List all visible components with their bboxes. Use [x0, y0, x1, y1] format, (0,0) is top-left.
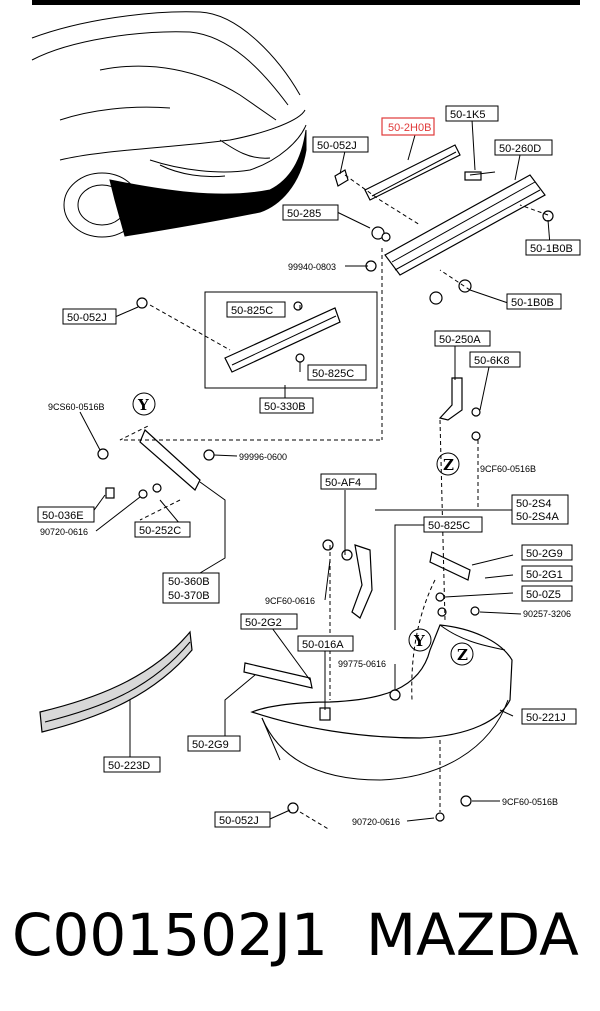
label-50-2G9-2: 50-2G9: [187, 735, 241, 752]
side-support: [438, 377, 481, 441]
part-90720-0616: 90720-0616: [40, 527, 88, 537]
label-50-AF4: 50-AF4: [320, 473, 377, 490]
top-border-bar: [32, 0, 580, 5]
svg-text:Y: Y: [413, 632, 425, 650]
bumper-reinforcement: [334, 144, 554, 305]
label-50-1B0B: 50-1B0B: [525, 239, 581, 256]
svg-text:50-1B0B: 50-1B0B: [530, 243, 573, 255]
svg-text:50-2G9: 50-2G9: [526, 548, 563, 560]
catalog-code: C001502J1: [12, 901, 328, 969]
exploded-parts-diagram: 50-2H0B 50-1K5 50-052J 50-260D 50-285 50…: [31, 11, 581, 831]
label-50-260D: 50-260D: [494, 139, 553, 156]
svg-text:50-6K8: 50-6K8: [474, 355, 509, 367]
label-50-2G2: 50-2G2: [240, 613, 298, 630]
callout-y-lower: Y: [408, 628, 432, 652]
label-50-016A: 50-016A: [297, 635, 354, 652]
svg-text:Z: Z: [457, 646, 468, 664]
label-50-2G1: 50-2G1: [521, 565, 573, 582]
label-50-6K8: 50-6K8: [469, 351, 521, 368]
svg-text:50-052J: 50-052J: [67, 312, 107, 324]
label-50-052J-3: 50-052J: [214, 811, 271, 828]
car-rear-view: [31, 11, 307, 238]
label-50-252C: 50-252C: [134, 521, 191, 538]
svg-text:50-330B: 50-330B: [264, 401, 306, 413]
svg-text:50-052J: 50-052J: [219, 815, 259, 827]
svg-text:50-260D: 50-260D: [499, 143, 541, 155]
bracket-assembly-box: [136, 291, 378, 389]
label-50-2S4-50-2S4A: 50-2S4 50-2S4A: [511, 494, 569, 525]
brand-name: MAZDA: [366, 901, 579, 969]
footer-caption: C001502J1 MAZDA: [0, 890, 600, 980]
part-9CF60-0616: 9CF60-0616: [265, 596, 315, 606]
label-50-2H0B: 50-2H0B: [381, 117, 435, 136]
label-50-1B0B-2: 50-1B0B: [506, 293, 562, 310]
callout-z-upper: Z: [436, 452, 460, 476]
svg-text:50-2S4A: 50-2S4A: [516, 511, 559, 523]
svg-text:50-1B0B: 50-1B0B: [511, 297, 554, 309]
svg-text:50-0Z5: 50-0Z5: [526, 589, 561, 601]
part-9CF60-0516B-2: 9CF60-0516B: [502, 797, 558, 807]
label-50-221J: 50-221J: [521, 708, 577, 725]
part-9CF60-0516B: 9CF60-0516B: [480, 464, 536, 474]
label-50-1K5: 50-1K5: [445, 105, 499, 122]
callout-z-lower: Z: [450, 642, 474, 666]
svg-text:50-2G2: 50-2G2: [245, 617, 282, 629]
lower-strip: [39, 630, 193, 733]
label-50-825C: 50-825C: [226, 301, 286, 318]
part-99775-0616: 99775-0616: [338, 659, 386, 669]
label-50-330B: 50-330B: [259, 397, 314, 414]
svg-text:Y: Y: [137, 396, 149, 414]
svg-text:50-825C: 50-825C: [428, 520, 470, 532]
part-90257-3206: 90257-3206: [523, 609, 571, 619]
part-90720-0616-2: 90720-0616: [352, 817, 400, 827]
svg-text:50-825C: 50-825C: [231, 305, 273, 317]
part-99996-0600: 99996-0600: [239, 452, 287, 462]
svg-text:50-825C: 50-825C: [312, 368, 354, 380]
svg-text:50-1K5: 50-1K5: [450, 109, 485, 121]
label-50-250A: 50-250A: [434, 330, 491, 347]
svg-text:50-370B: 50-370B: [168, 590, 210, 602]
label-50-2G9: 50-2G9: [521, 544, 573, 561]
svg-text:50-2G1: 50-2G1: [526, 569, 563, 581]
label-50-223D: 50-223D: [103, 756, 161, 773]
svg-text:50-AF4: 50-AF4: [325, 477, 361, 489]
svg-text:50-016A: 50-016A: [302, 639, 344, 651]
svg-text:50-052J: 50-052J: [317, 140, 357, 152]
label-50-0Z5: 50-0Z5: [521, 585, 573, 602]
svg-text:Z: Z: [443, 456, 454, 474]
label-50-825C-3: 50-825C: [423, 516, 483, 533]
svg-text:50-223D: 50-223D: [108, 760, 150, 772]
label-50-052J-2: 50-052J: [62, 308, 117, 325]
label-50-825C-2: 50-825C: [307, 364, 367, 381]
label-50-360B-50-370B: 50-360B 50-370B: [162, 572, 220, 604]
svg-text:50-2H0B: 50-2H0B: [388, 122, 431, 134]
svg-text:50-036E: 50-036E: [42, 510, 84, 522]
svg-text:50-2S4: 50-2S4: [516, 498, 551, 510]
label-50-285: 50-285: [282, 204, 339, 221]
svg-text:50-285: 50-285: [287, 208, 321, 220]
part-9CS60-0516B: 9CS60-0516B: [48, 402, 105, 412]
svg-text:50-252C: 50-252C: [139, 525, 181, 537]
part-99940-0803: 99940-0803: [288, 262, 336, 272]
side-bracket: [97, 428, 215, 499]
svg-text:50-250A: 50-250A: [439, 334, 481, 346]
label-50-052J: 50-052J: [312, 136, 369, 153]
svg-text:50-2G9: 50-2G9: [192, 739, 229, 751]
callout-y-upper: Y: [132, 392, 156, 416]
bumper-cover: [243, 539, 513, 822]
svg-text:50-221J: 50-221J: [526, 712, 566, 724]
label-50-036E: 50-036E: [37, 506, 95, 523]
svg-text:50-360B: 50-360B: [168, 576, 210, 588]
